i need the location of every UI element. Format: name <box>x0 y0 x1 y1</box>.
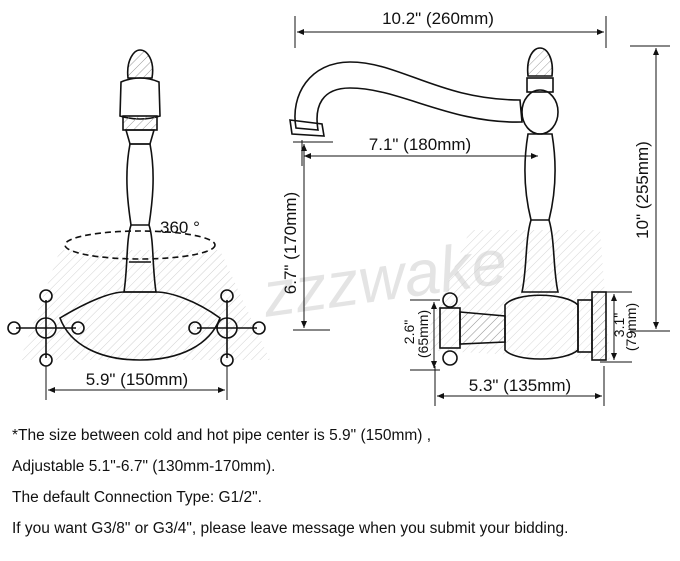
rotation-label: 360 ° <box>160 218 200 237</box>
depth-label: 5.3" (135mm) <box>469 376 571 395</box>
handle-height-in-label: 2.6" <box>401 320 417 344</box>
note-adjustable: Adjustable 5.1"-6.7" (130mm-170mm). <box>12 458 276 475</box>
center-spacing-dimension <box>45 366 228 400</box>
overall-reach-label: 10.2" (260mm) <box>382 9 494 28</box>
spec-notes: *The size between cold and hot pipe cent… <box>12 426 676 550</box>
faucet-diagram: 360 ° 5.9" (150mm) zzzwake 10 <box>7 9 670 406</box>
flange-height-in-label: 3.1" <box>611 313 627 337</box>
spout-height-label: 6.7" (170mm) <box>281 192 300 294</box>
left-cross-handle <box>7 289 85 367</box>
flange-height-mm-label: (79mm) <box>623 303 639 351</box>
note-other-sizes: If you want G3/8" or G3/4", please leave… <box>12 520 569 537</box>
rotation-ellipse <box>64 230 216 260</box>
spout-reach-label: 7.1" (180mm) <box>369 135 471 154</box>
overall-reach-dimension <box>294 16 607 48</box>
note-pipe-center: *The size between cold and hot pipe cent… <box>12 427 432 444</box>
front-view-faucet <box>7 49 270 367</box>
handle-height-mm-label: (65mm) <box>415 310 431 358</box>
note-connection-type: The default Connection Type: G1/2". <box>12 489 262 506</box>
flange-height-dimension <box>600 291 632 363</box>
depth-dimension <box>434 366 605 406</box>
spout-height-dimension <box>293 141 333 331</box>
total-height-label: 10" (255mm) <box>633 141 652 239</box>
side-view-faucet <box>289 47 610 366</box>
center-spacing-label: 5.9" (150mm) <box>86 370 188 389</box>
total-height-dimension <box>630 45 670 332</box>
